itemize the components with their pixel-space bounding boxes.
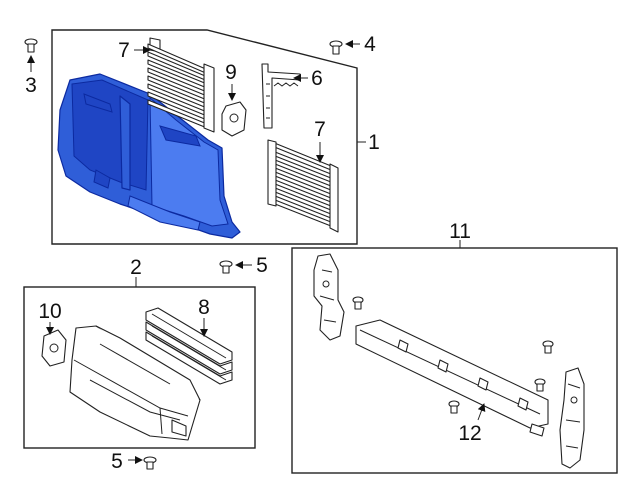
right-mount-bracket[interactable] <box>559 367 585 469</box>
vane-set[interactable] <box>145 307 233 385</box>
fastener-5-upper[interactable] <box>219 260 233 274</box>
callout-12: 12 <box>458 422 481 445</box>
group-box-2 <box>23 286 256 449</box>
louver-vanes-lower[interactable] <box>267 139 339 233</box>
callout-8: 8 <box>198 296 210 319</box>
callout-6: 6 <box>311 67 323 90</box>
callout-7-lower: 7 <box>314 118 326 141</box>
actuator-bracket[interactable] <box>221 101 247 137</box>
callout-9: 9 <box>225 61 237 84</box>
callout-1: 1 <box>368 131 380 154</box>
air-duct[interactable] <box>69 325 201 441</box>
shutter-frame-assembly[interactable] <box>57 73 241 239</box>
clip-fastener-c[interactable] <box>534 378 546 392</box>
callout-11: 11 <box>449 220 471 243</box>
callout-7-upper: 7 <box>118 39 130 62</box>
clip-fastener-a[interactable] <box>352 296 364 310</box>
left-mount-bracket[interactable] <box>313 253 345 341</box>
callout-5-upper: 5 <box>256 254 268 277</box>
group-box-1 <box>51 29 358 245</box>
link-rod[interactable] <box>261 63 301 129</box>
side-bracket[interactable] <box>41 329 67 367</box>
clip-fastener-b[interactable] <box>542 340 554 354</box>
fastener-4[interactable] <box>329 40 343 55</box>
leader-12 <box>477 403 486 421</box>
louver-vanes-upper[interactable] <box>147 37 215 133</box>
fastener-3[interactable] <box>24 38 38 53</box>
callout-2: 2 <box>130 256 142 279</box>
callout-3: 3 <box>25 74 37 97</box>
fastener-5-lower[interactable] <box>143 456 157 470</box>
callout-5-lower: 5 <box>111 450 123 473</box>
clip-fastener-d[interactable] <box>448 400 460 414</box>
support-bar[interactable] <box>355 319 549 437</box>
callout-4: 4 <box>364 33 376 56</box>
callout-10: 10 <box>38 300 61 323</box>
group-box-11 <box>291 247 618 474</box>
